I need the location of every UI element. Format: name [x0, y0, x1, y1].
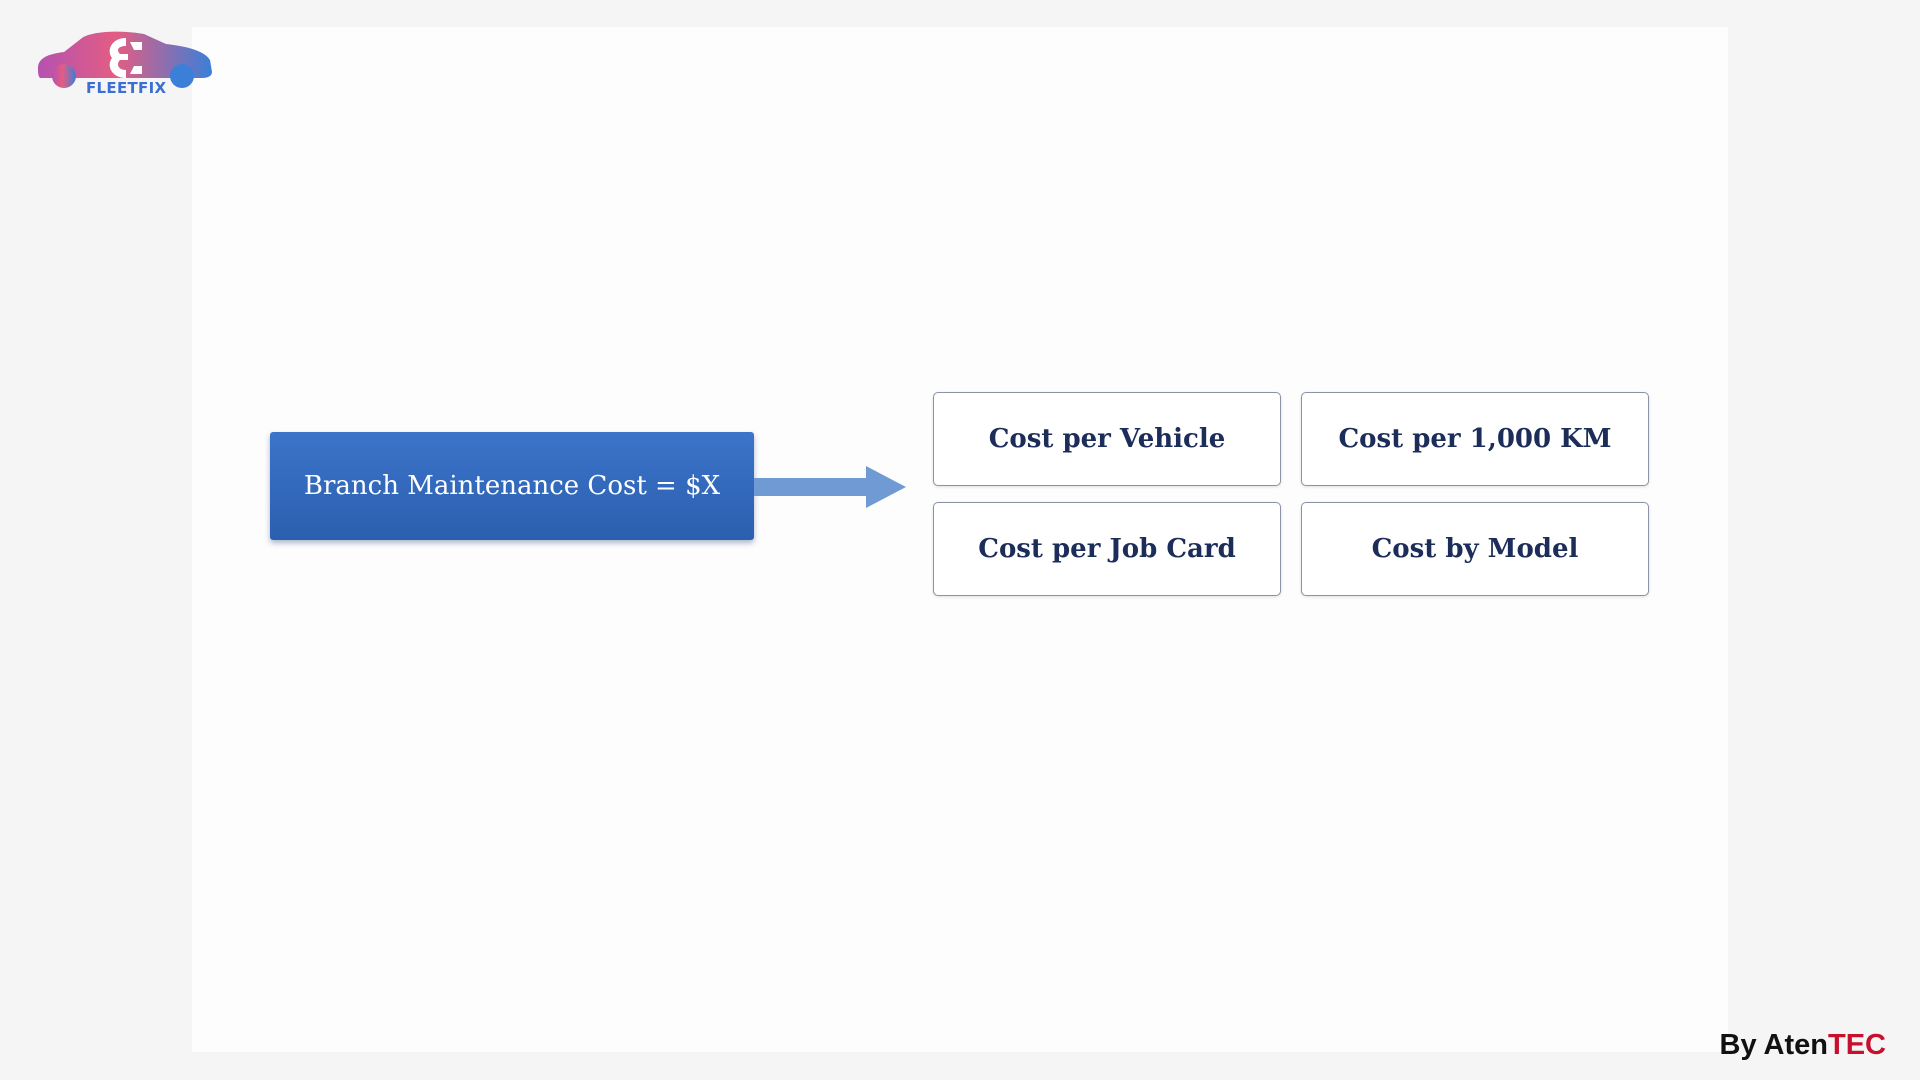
branch-cost-box: Branch Maintenance Cost = $X [270, 432, 754, 540]
metric-label: Cost per Job Card [978, 534, 1236, 564]
right-arrow-icon [754, 466, 906, 508]
metric-box-cost-per-job-card: Cost per Job Card [933, 502, 1281, 596]
credit-prefix: By Aten [1719, 1029, 1829, 1061]
metric-box-cost-per-vehicle: Cost per Vehicle [933, 392, 1281, 486]
car-wrench-icon [38, 31, 212, 88]
logo-text: FLEETFIX [86, 79, 167, 97]
metric-label: Cost per 1,000 KM [1338, 424, 1612, 454]
author-credit: By AtenTEC [1720, 1029, 1887, 1062]
fleetfix-logo: FLEETFIX [34, 28, 214, 100]
metric-box-cost-by-model: Cost by Model [1301, 502, 1649, 596]
branch-cost-label: Branch Maintenance Cost = $X [303, 471, 721, 501]
credit-accent: TEC [1828, 1029, 1886, 1061]
metric-label: Cost per Vehicle [988, 424, 1226, 454]
metric-box-cost-per-1000-km: Cost per 1,000 KM [1301, 392, 1649, 486]
metric-label: Cost by Model [1371, 534, 1579, 564]
